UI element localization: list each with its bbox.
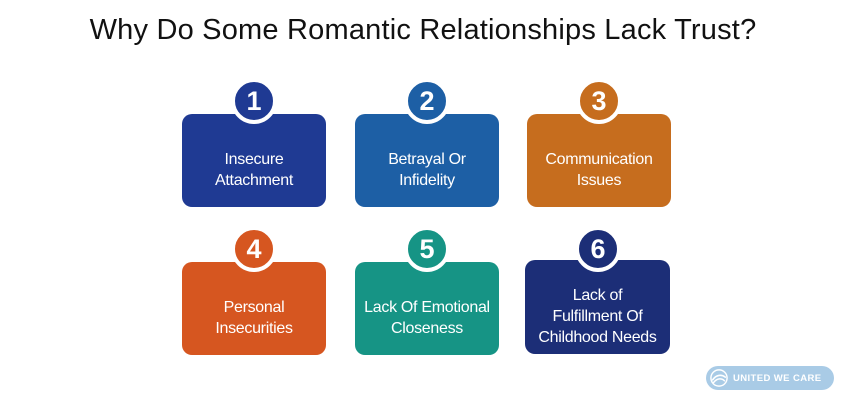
- logo-text: UNITED WE CARE: [733, 372, 822, 384]
- reason-card-6: Lack of Fulfillment Of Childhood Needs: [525, 260, 670, 354]
- reason-label: Lack of Fulfillment Of Childhood Needs: [538, 286, 657, 346]
- united-we-care-logo-icon: [710, 369, 728, 387]
- reason-label: Lack Of Emotional Closeness: [364, 298, 490, 337]
- reason-card-5: Lack Of Emotional Closeness: [355, 262, 499, 355]
- number-badge-2: 2: [404, 78, 450, 124]
- number-badge-1: 1: [231, 78, 277, 124]
- united-we-care-logo: UNITED WE CARE: [706, 366, 834, 390]
- badge-number: 3: [591, 85, 607, 116]
- reason-label: Communication Issues: [545, 150, 653, 189]
- reason-card-3: Communication Issues: [527, 114, 671, 207]
- reason-label: Betrayal Or Infidelity: [388, 150, 466, 189]
- badge-number: 4: [246, 233, 262, 264]
- number-badge-6: 6: [575, 226, 621, 272]
- badge-number: 2: [419, 85, 435, 116]
- badge-number: 1: [246, 85, 262, 116]
- badge-number: 6: [590, 233, 606, 264]
- reason-card-1: Insecure Attachment: [182, 114, 326, 207]
- reason-label: Personal Insecurities: [215, 298, 293, 337]
- page-title: Why Do Some Romantic Relationships Lack …: [89, 14, 757, 46]
- number-badge-4: 4: [231, 226, 277, 272]
- reason-label: Insecure Attachment: [215, 150, 293, 189]
- reason-card-4: Personal Insecurities: [182, 262, 326, 355]
- number-badge-5: 5: [404, 226, 450, 272]
- badge-number: 5: [419, 233, 435, 264]
- reason-card-2: Betrayal Or Infidelity: [355, 114, 499, 207]
- number-badge-3: 3: [576, 78, 622, 124]
